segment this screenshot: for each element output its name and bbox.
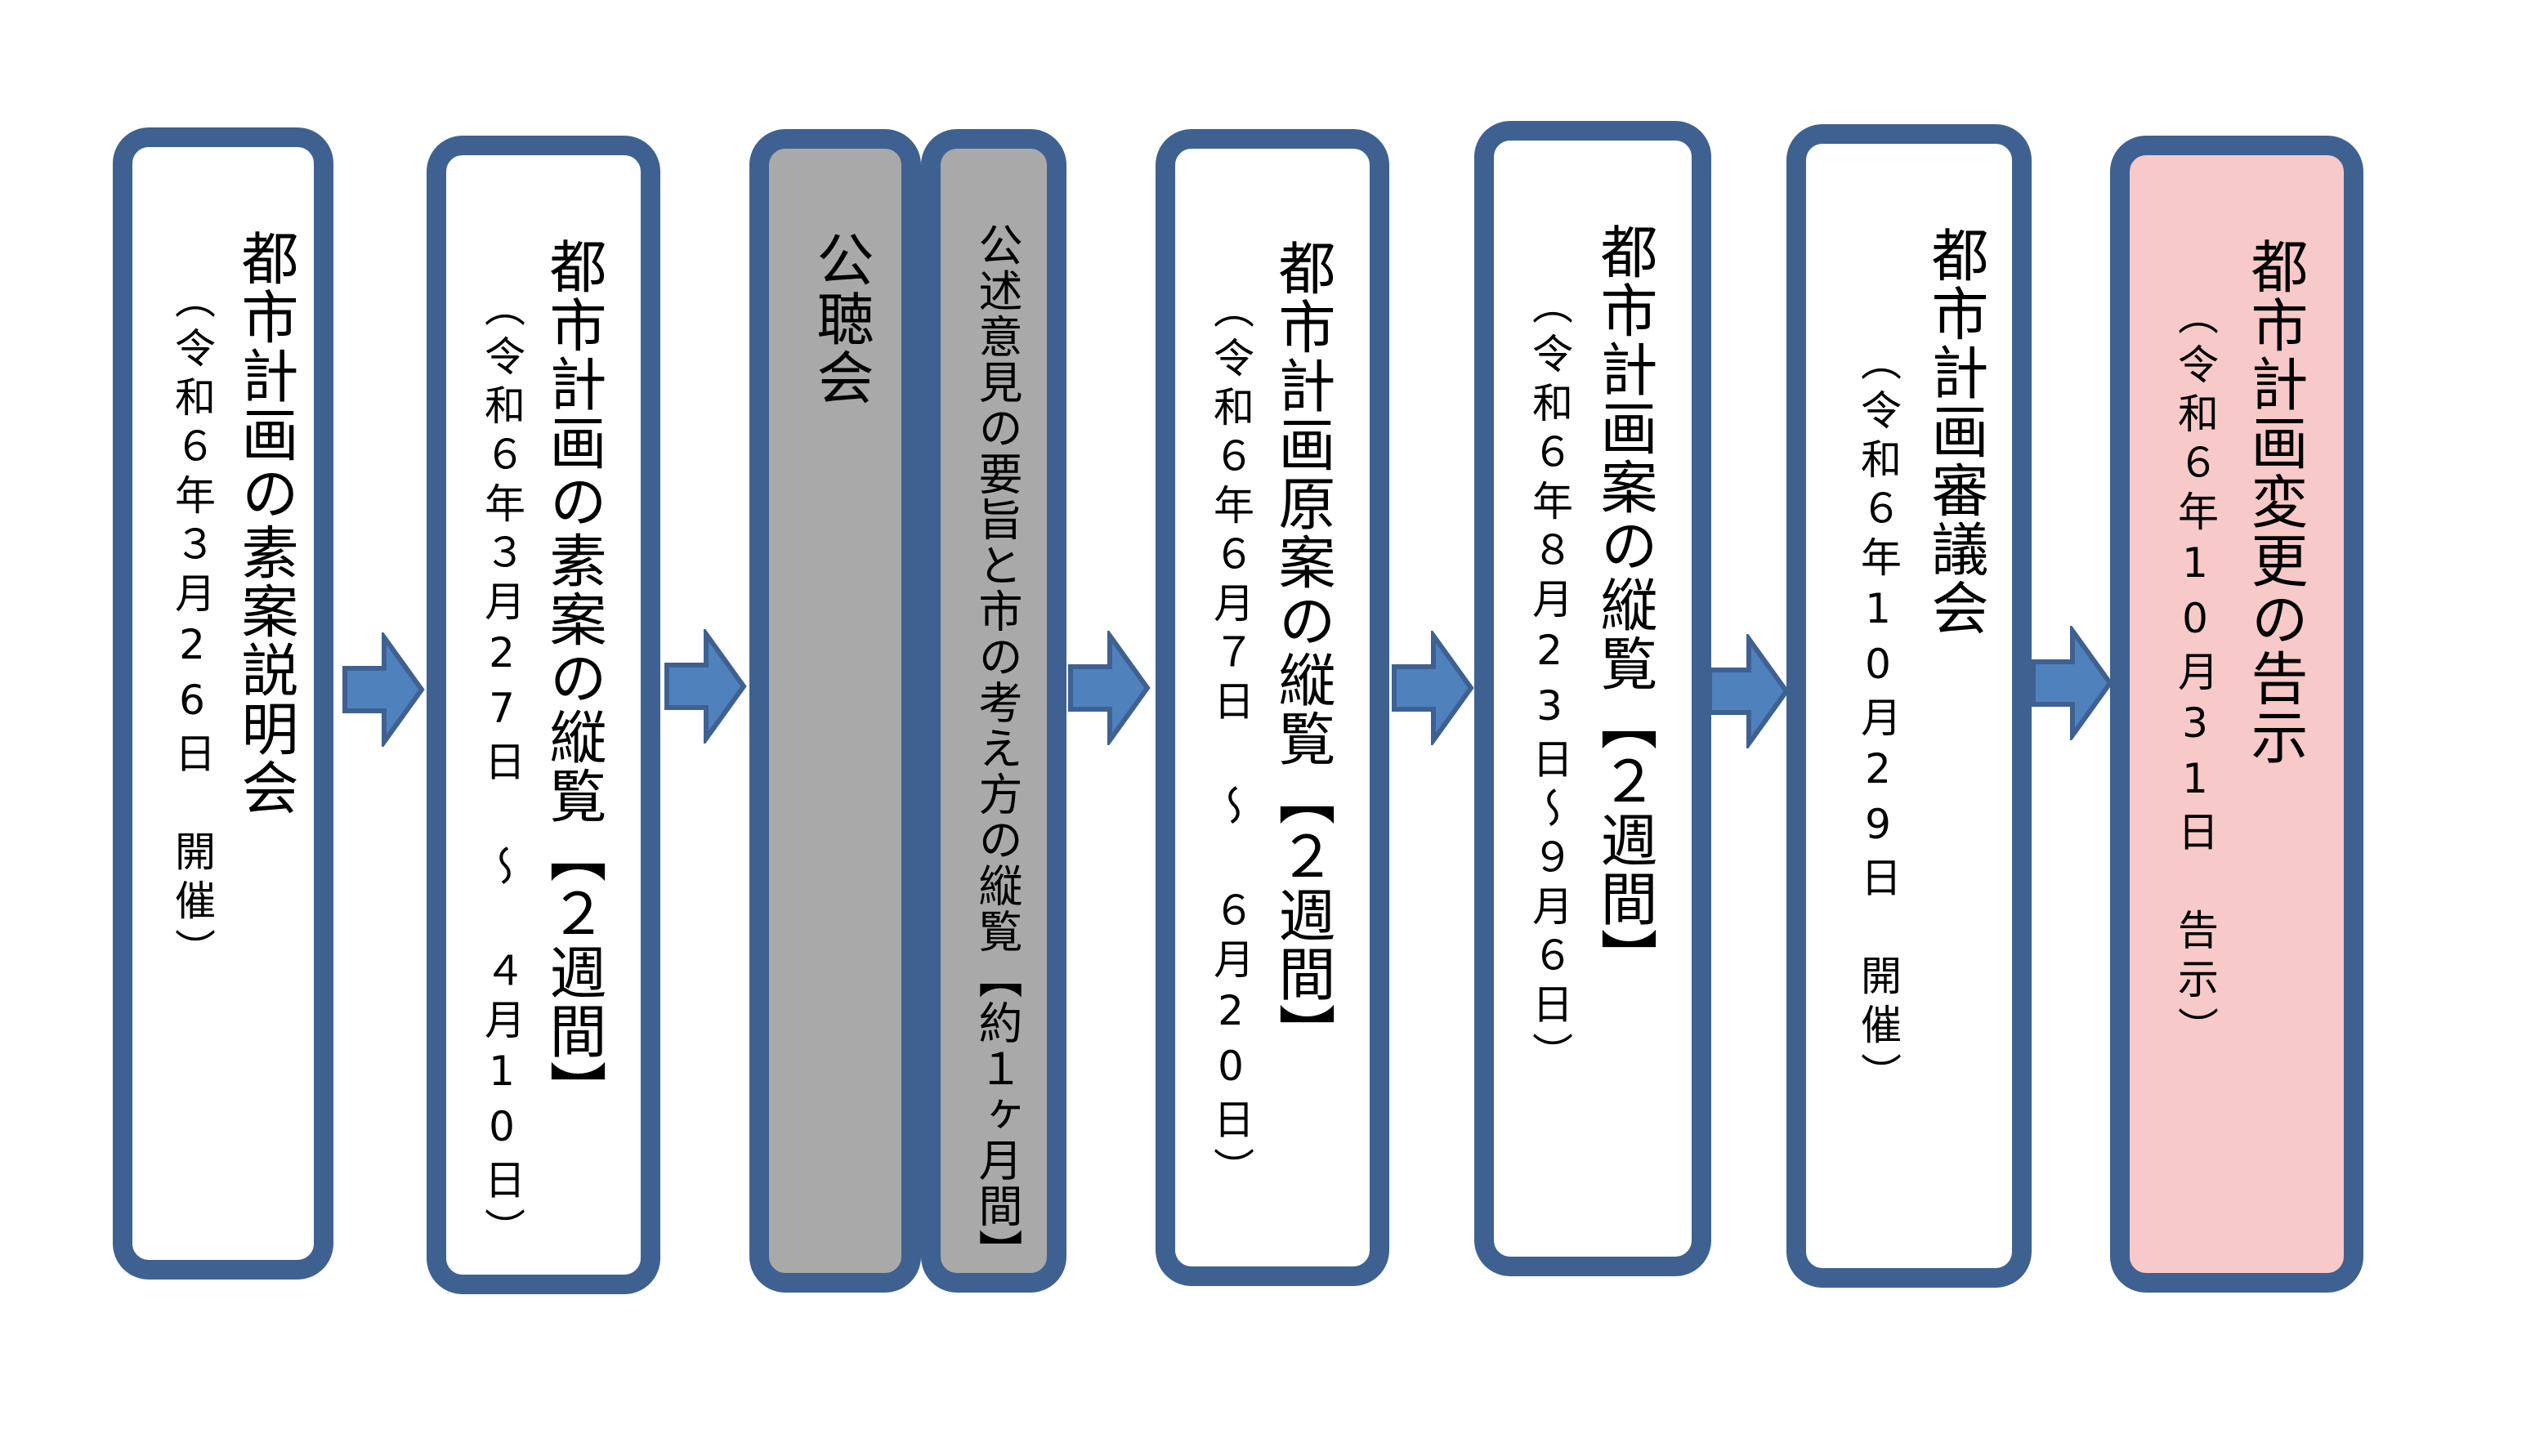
step-4-box: 公述意見の要旨と市の考え方の縦覧【約１ヶ月間】 [921,129,1066,1293]
right-arrow-icon [342,632,425,747]
step-6-duration: 【２週間】 [1591,693,1658,987]
step-5-title: 都市計画原案の縦覧【２週間】 [1269,239,1336,1062]
step-3-title: 公聴会 [807,230,874,407]
step-2-duration: 【２週間】 [540,825,607,1119]
step-7-box: 都市計画審議会 （令和６年10月29日 開催） [1786,124,2032,1288]
step-3-box: 公聴会 [749,129,921,1293]
step-2-box: 都市計画の素案の縦覧【２週間】 （令和６年３月27日 ～ ４月10日） [427,136,660,1294]
step-7-detail: （令和６年10月29日 開催） [1854,340,1902,1101]
step-6-detail: （令和６年８月23日～９月６日） [1526,284,1573,1081]
step-1-title: 都市計画の素案説明会 [232,229,299,817]
step-6-title-text: 都市計画案の縦覧 [1591,222,1658,693]
step-8-detail: （令和６年10月31日 告示） [2171,294,2219,1056]
step-5-detail: （令和６年６月７日 ～ ６月20日） [1207,288,1254,1196]
step-4-title-text: 公述意見の要旨と市の考え方の縦覧 [971,222,1022,954]
step-4-duration: 【約１ヶ月間】 [971,954,1022,1275]
right-arrow-icon [2031,626,2113,740]
step-1-box: 都市計画の素案説明会 （令和６年３月26日 開催） [113,127,333,1280]
right-arrow-icon [1707,634,1790,748]
step-7-title: 都市計画審議会 [1922,226,1989,637]
step-2-title-text: 都市計画の素案の縦覧 [540,237,607,825]
step-5-title-text: 都市計画原案の縦覧 [1269,239,1336,768]
step-6-title: 都市計画案の縦覧【２週間】 [1591,222,1658,987]
step-6-box: 都市計画案の縦覧【２週間】 （令和６年８月23日～９月６日） [1474,121,1711,1276]
step-1-detail: （令和６年３月26日 開催） [168,278,216,977]
step-8-title: 都市計画変更の告示 [2242,237,2309,766]
right-arrow-icon [664,629,747,744]
step-2-title: 都市計画の素案の縦覧【２週間】 [540,237,607,1119]
right-arrow-icon [1392,631,1474,745]
step-5-box: 都市計画原案の縦覧【２週間】 （令和６年６月７日 ～ ６月20日） [1156,129,1389,1286]
step-2-detail: （令和６年３月27日 ～ ４月10日） [478,286,525,1257]
right-arrow-icon [1068,631,1151,745]
step-8-box: 都市計画変更の告示 （令和６年10月31日 告示） [2110,136,2363,1293]
step-5-duration: 【２週間】 [1269,768,1336,1062]
step-4-title: 公述意見の要旨と市の考え方の縦覧【約１ヶ月間】 [971,222,1022,1275]
